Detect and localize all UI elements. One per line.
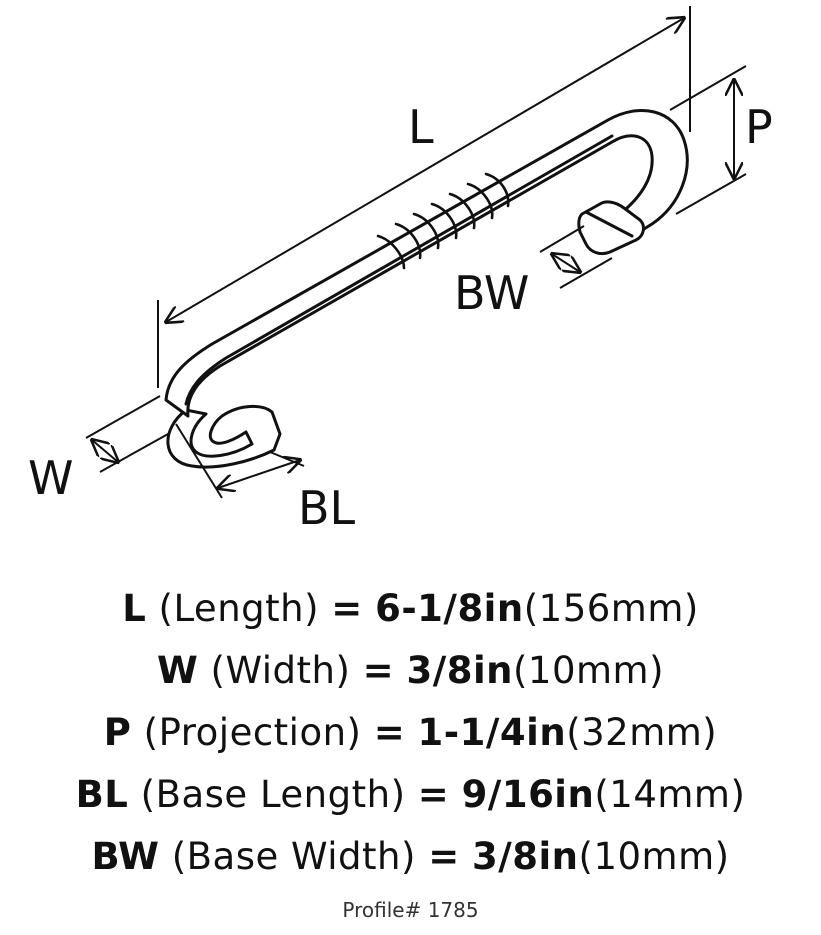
dimension-lines — [85, 6, 747, 499]
spec-name: (Projection) — [143, 711, 362, 754]
spec-equals: = — [417, 773, 450, 816]
profile-number: Profile# 1785 — [342, 898, 479, 922]
spec-code: P — [103, 711, 132, 754]
spec-metric: (10mm) — [512, 649, 665, 692]
base-length-dimension — [218, 460, 300, 488]
label-l: L — [408, 100, 434, 154]
dimension-specs: L (Length) = 6-1/8in(156mm) W (Width) = … — [0, 578, 821, 888]
spec-length: L (Length) = 6-1/8in(156mm) — [0, 578, 821, 640]
spec-name: (Length) — [158, 587, 320, 630]
spec-code: BL — [75, 773, 129, 816]
left-foot — [166, 405, 282, 469]
handle-diagram: L P BW W BL — [28, 6, 773, 535]
base-width-dimension — [552, 254, 580, 272]
handle-arm — [164, 108, 689, 418]
spec-imperial: 9/16in — [461, 773, 595, 816]
handle-body — [164, 108, 689, 469]
spec-name: (Base Width) — [171, 835, 416, 878]
spec-metric: (32mm) — [566, 711, 718, 754]
spec-metric: (10mm) — [578, 835, 730, 878]
spec-metric: (14mm) — [594, 773, 746, 816]
spec-equals: = — [362, 649, 395, 692]
spec-code: L — [122, 587, 147, 630]
spec-imperial: 6-1/8in — [375, 587, 524, 630]
spec-equals: = — [331, 587, 363, 630]
spec-name: (Width) — [210, 649, 351, 692]
spec-base-width: BW (Base Width) = 3/8in(10mm) — [0, 826, 821, 888]
spec-code: BW — [91, 835, 160, 878]
spec-code: W — [156, 649, 199, 692]
label-w: W — [28, 451, 73, 505]
spec-equals: = — [428, 835, 460, 878]
spec-imperial: 3/8in — [471, 835, 579, 878]
spec-imperial: 1-1/4in — [417, 711, 567, 754]
spec-base-length: BL (Base Length) = 9/16in(14mm) — [0, 764, 821, 826]
label-bw: BW — [454, 266, 529, 320]
handle-arm-inner — [184, 134, 614, 406]
spec-width: W (Width) = 3/8in(10mm) — [0, 640, 821, 702]
width-dimension — [92, 440, 118, 462]
label-p: P — [745, 100, 773, 154]
spec-projection: P (Projection) = 1-1/4in(32mm) — [0, 702, 821, 764]
spec-imperial: 3/8in — [406, 649, 513, 692]
spec-metric: (156mm) — [523, 587, 699, 630]
length-dimension — [166, 18, 684, 322]
label-bl: BL — [298, 481, 356, 535]
spec-name: (Base Length) — [140, 773, 406, 816]
spec-equals: = — [373, 711, 406, 754]
